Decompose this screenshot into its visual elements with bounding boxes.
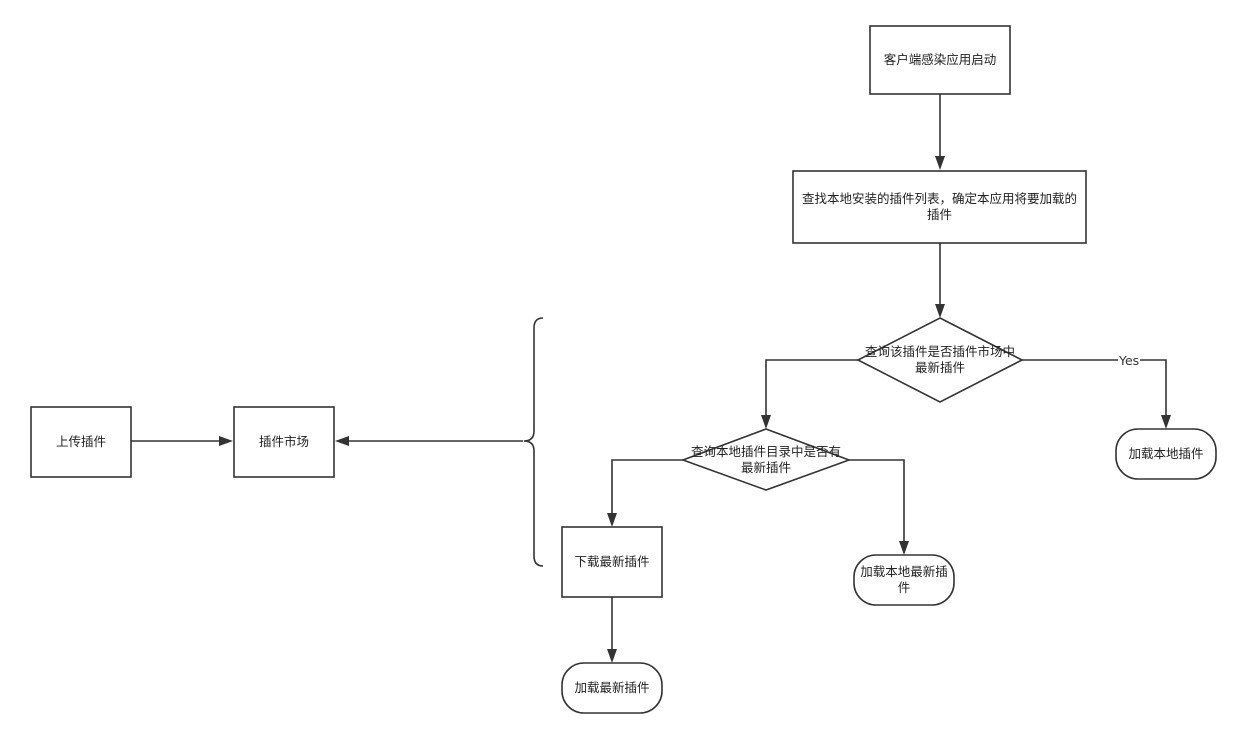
edge-dir-no-to-download [611, 459, 683, 516]
node-check-market-diamond [856, 317, 1024, 403]
arrowheads [219, 156, 1171, 663]
label-upload-plugin: 上传插件 [55, 434, 106, 449]
node-shapes [30, 25, 1217, 714]
arrowhead-down [899, 541, 909, 555]
arrowhead-down [761, 415, 771, 429]
curly-brace [523, 317, 544, 567]
arrowhead-down [607, 649, 617, 663]
node-check-dir-diamond [680, 428, 852, 491]
label-plugin-market: 插件市场 [258, 434, 309, 449]
edge-label-yes: Yes [1118, 353, 1141, 368]
arrowhead-left [335, 436, 349, 446]
arrowhead-down [935, 156, 945, 170]
label-find-local: 查找本地安装的插件列表，确定本应用将要加载的插件 [801, 191, 1077, 222]
arrowhead-down [935, 304, 945, 318]
node-load-local-latest-terminal [853, 554, 955, 606]
label-download-latest: 下载最新插件 [574, 554, 650, 569]
arrowhead-down [607, 513, 617, 527]
label-load-latest: 加载最新插件 [574, 680, 650, 695]
edge-dir-yes-to-load-local-latest [849, 459, 905, 544]
edge-no-to-check-dir [765, 359, 858, 418]
node-upload-plugin-box [30, 406, 132, 478]
label-check-dir: 查询本地插件目录中是否有最新插件 [690, 444, 841, 475]
node-client-start-box [869, 25, 1011, 95]
node-download-latest-box [561, 526, 663, 598]
label-client-start: 客户端感染应用启动 [883, 52, 997, 67]
connectors [131, 94, 1167, 652]
label-check-market: 查询该插件是否插件市场中最新插件 [864, 344, 1015, 375]
node-find-local-box [792, 170, 1087, 244]
node-plugin-market-box [233, 406, 335, 478]
node-load-local-terminal [1115, 428, 1217, 480]
arrowhead-down [1161, 415, 1171, 429]
node-load-latest-terminal [561, 662, 663, 714]
edge-yes-to-load-local [1022, 359, 1167, 418]
label-load-local: 加载本地插件 [1128, 446, 1204, 461]
arrowhead-right [219, 436, 233, 446]
label-load-local-latest: 加载本地最新插件 [860, 564, 948, 595]
